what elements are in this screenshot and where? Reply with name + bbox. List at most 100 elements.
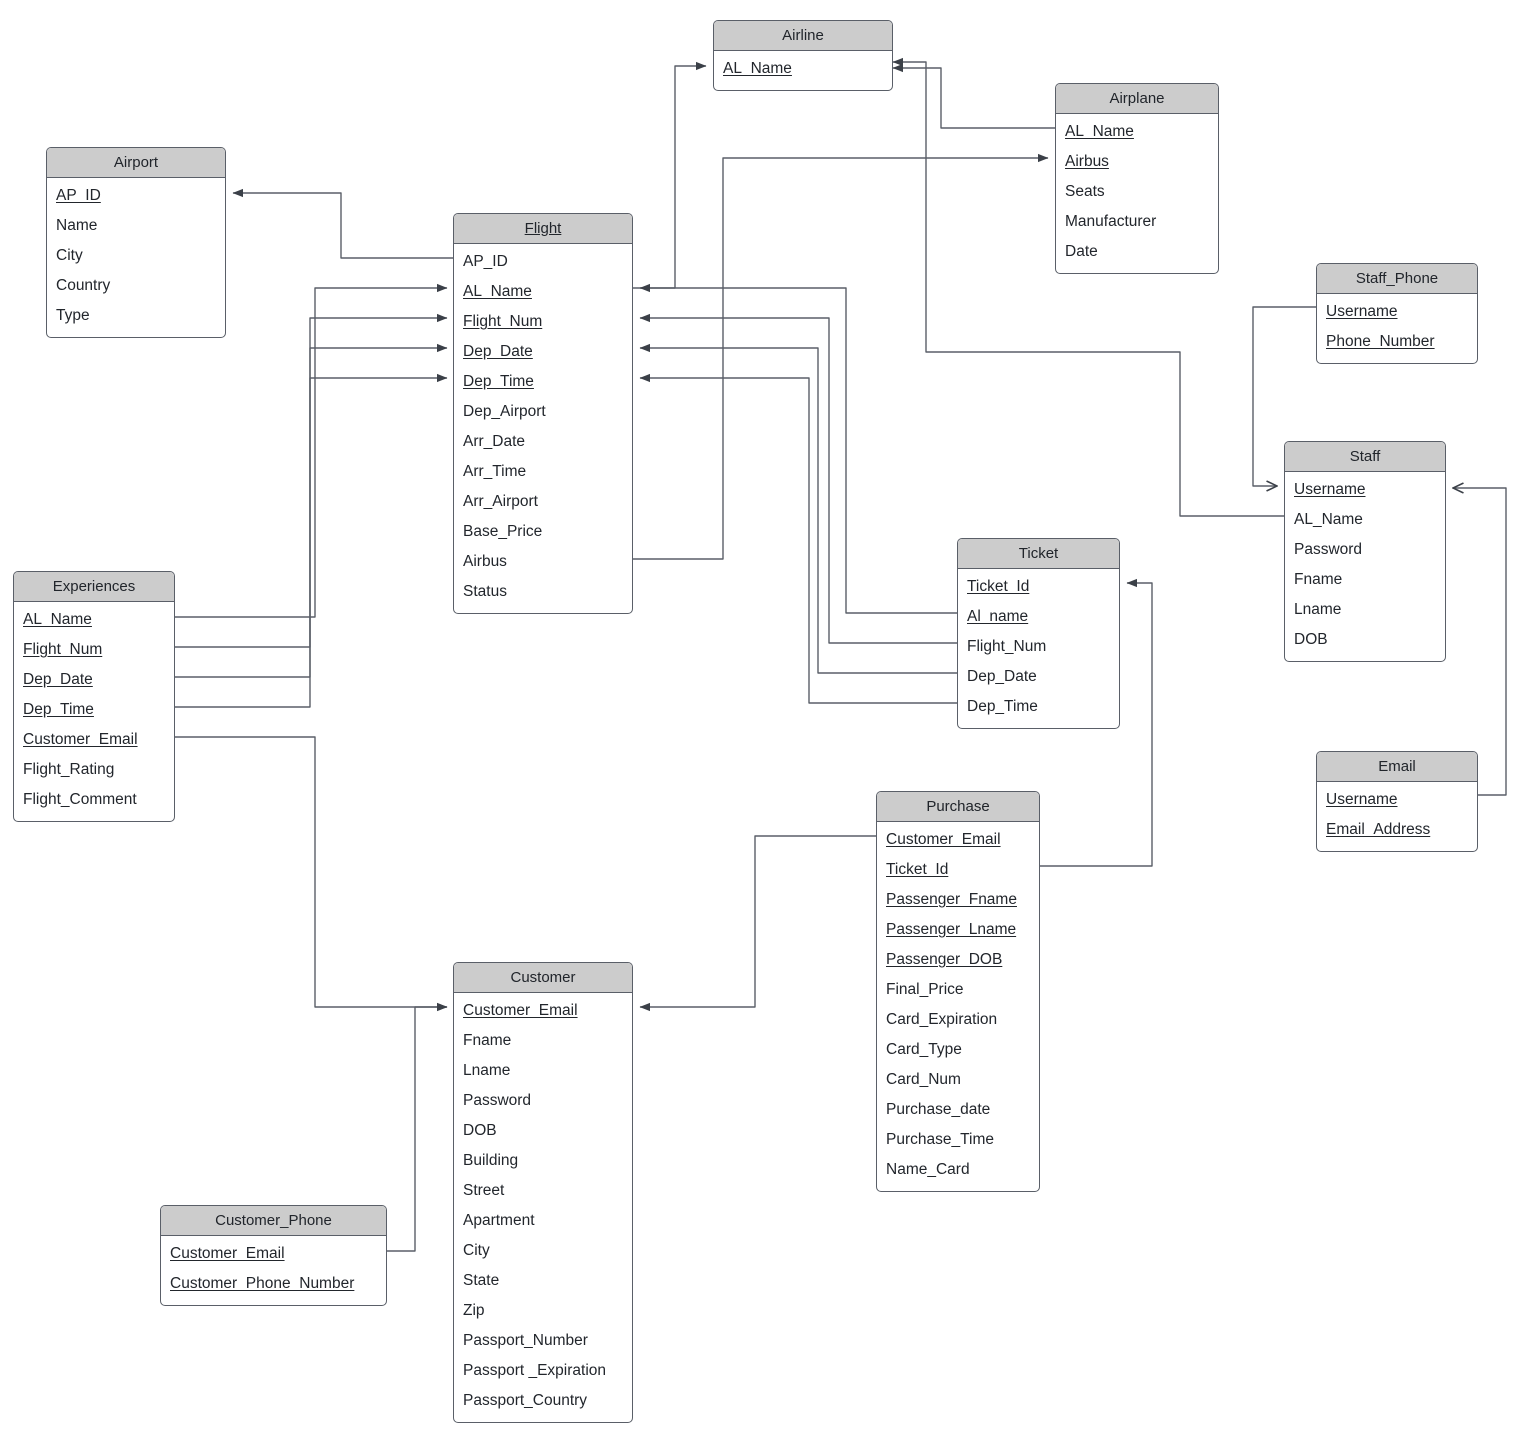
attribute-row[interactable]: State [454,1266,632,1296]
attribute-row-primary-key[interactable]: Passenger_Lname [877,915,1039,945]
attribute-row-primary-key[interactable]: Flight_Num [454,307,632,337]
attribute-row-primary-key[interactable]: Airbus [1056,147,1218,177]
attribute-row[interactable]: City [47,241,225,271]
attribute-row[interactable]: Arr_Time [454,457,632,487]
attribute-row[interactable]: Passport_Country [454,1386,632,1416]
attribute-row-primary-key[interactable]: Customer_Email [877,825,1039,855]
attribute-row-primary-key[interactable]: Phone_Number [1317,327,1477,357]
attribute-row-primary-key[interactable]: Dep_Date [454,337,632,367]
attribute-row[interactable]: Status [454,577,632,607]
attribute-row[interactable]: Password [454,1086,632,1116]
attribute-label: Password [463,1092,532,1109]
attribute-row[interactable]: Seats [1056,177,1218,207]
attribute-row[interactable]: Purchase_date [877,1095,1039,1125]
attribute-row[interactable]: Street [454,1176,632,1206]
attribute-row-primary-key[interactable]: Customer_Phone_Number [161,1269,386,1299]
attribute-label: Username [1294,481,1366,498]
entity-title-text: Staff [1349,448,1381,465]
attribute-row[interactable]: Password [1285,535,1445,565]
relationship-edge [1453,488,1507,796]
attribute-row-primary-key[interactable]: Username [1285,475,1445,505]
attribute-row[interactable]: Dep_Airport [454,397,632,427]
attribute-row-primary-key[interactable]: Passenger_Fname [877,885,1039,915]
attribute-row-primary-key[interactable]: AP_ID [47,181,225,211]
attribute-row[interactable]: Card_Expiration [877,1005,1039,1035]
attribute-row[interactable]: Flight_Comment [14,785,174,815]
attribute-row[interactable]: Lname [1285,595,1445,625]
attribute-row[interactable]: Airbus [454,547,632,577]
attribute-row-primary-key[interactable]: Username [1317,785,1477,815]
attribute-row[interactable]: Fname [454,1026,632,1056]
attribute-row[interactable]: Flight_Rating [14,755,174,785]
attribute-row[interactable]: Date [1056,237,1218,267]
attribute-row[interactable]: Card_Type [877,1035,1039,1065]
attribute-label: Passenger_DOB [886,951,1003,968]
attribute-row[interactable]: AL_Name [1285,505,1445,535]
attribute-row[interactable]: Arr_Date [454,427,632,457]
attribute-row[interactable]: DOB [1285,625,1445,655]
attribute-row-primary-key[interactable]: Flight_Num [14,635,174,665]
attribute-row[interactable]: DOB [454,1116,632,1146]
attribute-row[interactable]: Building [454,1146,632,1176]
attribute-row[interactable]: Base_Price [454,517,632,547]
attribute-row-primary-key[interactable]: Dep_Date [14,665,174,695]
attribute-row[interactable]: Apartment [454,1206,632,1236]
attribute-label: Card_Type [886,1041,962,1058]
attribute-label: Customer_Email [170,1245,285,1262]
attribute-row[interactable]: Manufacturer [1056,207,1218,237]
attribute-row[interactable]: Fname [1285,565,1445,595]
attribute-row[interactable]: Final_Price [877,975,1039,1005]
attribute-row-primary-key[interactable]: Email_Address [1317,815,1477,845]
attribute-row-primary-key[interactable]: AL_Name [14,605,174,635]
attribute-row-primary-key[interactable]: Al_name [958,602,1119,632]
attribute-row-primary-key[interactable]: Ticket_Id [877,855,1039,885]
attribute-row[interactable]: Name_Card [877,1155,1039,1185]
attribute-row[interactable]: Country [47,271,225,301]
attribute-row-primary-key[interactable]: Username [1317,297,1477,327]
attribute-row-primary-key[interactable]: AL_Name [1056,117,1218,147]
attribute-row[interactable]: Type [47,301,225,331]
attribute-row-primary-key[interactable]: Passenger_DOB [877,945,1039,975]
attribute-label: Airbus [463,553,507,570]
attribute-row[interactable]: Flight_Num [958,632,1119,662]
attribute-row[interactable]: Passport_Number [454,1326,632,1356]
attribute-label: Airbus [1065,153,1109,170]
attribute-row[interactable]: Passport _Expiration [454,1356,632,1386]
attribute-row-primary-key[interactable]: Dep_Time [14,695,174,725]
attribute-label: Al_name [967,608,1029,625]
attribute-row[interactable]: Card_Num [877,1065,1039,1095]
attribute-row[interactable]: Purchase_Time [877,1125,1039,1155]
attribute-label: Password [1294,541,1363,558]
attribute-row[interactable]: Name [47,211,225,241]
attribute-row[interactable]: Dep_Time [958,692,1119,722]
attribute-row[interactable]: Lname [454,1056,632,1086]
attribute-row-primary-key[interactable]: Customer_Email [161,1239,386,1269]
attribute-row-primary-key[interactable]: AL_Name [454,277,632,307]
attribute-label: Dep_Time [23,701,94,718]
attribute-row-primary-key[interactable]: Ticket_Id [958,572,1119,602]
attribute-row[interactable]: Arr_Airport [454,487,632,517]
attribute-row[interactable]: Zip [454,1296,632,1326]
attribute-row[interactable]: City [454,1236,632,1266]
attribute-row-primary-key[interactable]: Customer_Email [14,725,174,755]
entity-title-text: Staff_Phone [1355,270,1439,287]
relationship-edge [639,373,957,704]
attribute-row-primary-key[interactable]: AL_Name [714,54,892,84]
attribute-row-primary-key[interactable]: Customer_Email [454,996,632,1026]
attribute-row-primary-key[interactable]: Dep_Time [454,367,632,397]
attribute-row[interactable]: Dep_Date [958,662,1119,692]
attribute-label: Email_Address [1326,821,1431,838]
attribute-row[interactable]: AP_ID [454,247,632,277]
